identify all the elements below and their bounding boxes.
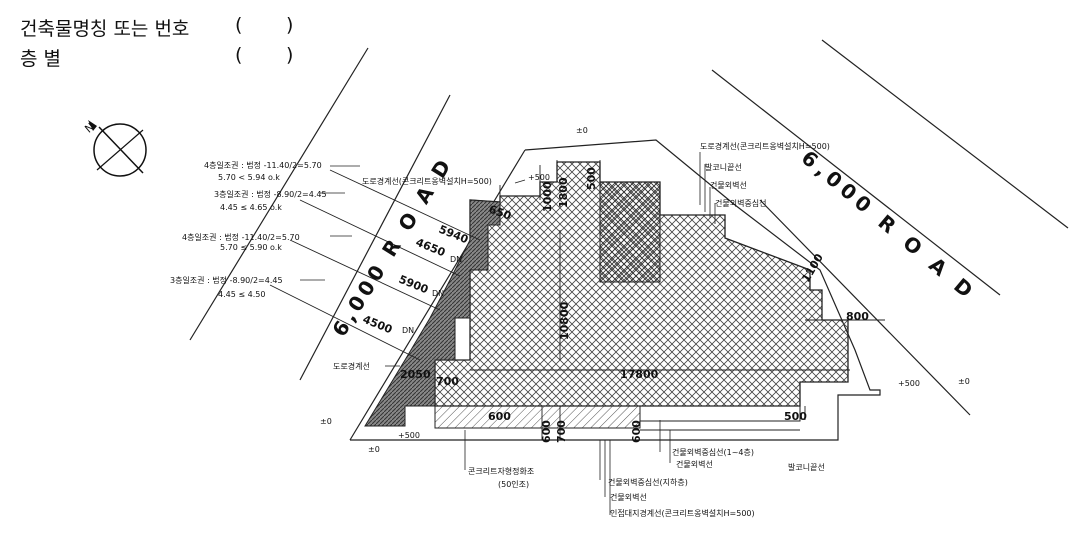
annotation-texts: 4층일조권 : 법정 -11.40/2=5.70 5.70 < 5.94 o.k…	[170, 141, 830, 518]
level-left: ±0	[320, 417, 332, 426]
cond4-top-a: 4층일조권 : 법정 -11.40/2=5.70	[204, 160, 322, 170]
dim-17800: 17800	[620, 368, 659, 381]
road-lines	[189, 39, 1069, 441]
dim-10800: 10800	[558, 301, 571, 340]
building-name-label: 건축물명칭 또는 번호	[20, 18, 190, 40]
boundary-top-label: 도로경계선(콘크리트옹벽설치H=500)	[362, 176, 492, 186]
building-wall2-label: 건물외벽선	[610, 492, 647, 502]
cond4-top-b: 5.70 < 5.94 o.k	[218, 173, 280, 182]
dim-4650: 4650	[414, 236, 448, 260]
dim-1800: 1800	[557, 177, 570, 208]
dim-800: 800	[846, 310, 869, 323]
north-label: N	[82, 120, 97, 135]
wall-center-basement-label: 건물외벽중심선(지하층)	[608, 477, 688, 487]
building-wall3-label: 건물외벽선	[676, 459, 713, 469]
cond3-top-a: 3층일조권 : 법정 -8.90/2=4.45	[214, 189, 327, 199]
setback-stairs	[364, 199, 501, 427]
dim-500a: 500	[585, 167, 598, 190]
balcony2-label: 발코니끝선	[788, 462, 825, 472]
level-top2: +500	[528, 173, 550, 182]
building-inner-outline	[639, 405, 801, 422]
wall-center-1-4-label: 건물외벽중심선(1~4층)	[672, 447, 754, 457]
boundary-left-label: 도로경계선	[333, 361, 370, 371]
cond3-top-b: 4.45 ≤ 4.65 o.k	[220, 203, 282, 212]
adjacent-boundary-label: 인접대지경계선(콘크리트옹벽설치H=500)	[610, 508, 755, 518]
dim-5900: 5900	[397, 273, 431, 297]
dim-500b: 500	[784, 410, 807, 423]
dim-700a: 700	[436, 375, 459, 388]
floor-paren-open: (	[235, 44, 243, 66]
dim-700b: 700	[555, 420, 568, 443]
septic-tank-area	[434, 405, 641, 429]
building-wall1-label: 건물외벽선	[710, 180, 747, 190]
dim-600a: 600	[540, 420, 553, 443]
dim-600c: 600	[488, 410, 511, 423]
site-boundary	[350, 139, 881, 441]
dim-600b: 600	[630, 420, 643, 443]
concrete-ramp-label: 콘크리트자형정화조	[468, 466, 534, 476]
dim-5940: 5940	[437, 223, 471, 247]
floor-label: 층 별	[20, 48, 61, 70]
dn-mark-3: DN	[402, 326, 414, 335]
level-bottom2: ±0	[368, 445, 380, 454]
level-top: ±0	[576, 126, 588, 135]
concrete-ramp-sub-label: (50인조)	[498, 479, 529, 489]
balcony1-label: 발코니끝선	[705, 162, 742, 172]
cond4-bot-a: 4층일조권 : 법정 -11.40/2=5.70	[182, 232, 300, 242]
building-name-paren-close: )	[286, 14, 294, 36]
leader-lines	[300, 152, 716, 515]
dim-2050: 2050	[400, 368, 431, 381]
dim-1000: 1000	[541, 181, 554, 212]
cond3-bot-b: 4.45 ≤ 4.50	[218, 290, 265, 299]
building-core	[599, 181, 661, 283]
floor-paren-close: )	[286, 44, 294, 66]
level-right: +500	[898, 379, 920, 388]
cond3-bot-a: 3층일조권 : 법정 -8.90/2=4.45	[170, 275, 283, 285]
building-name-paren-open: (	[235, 14, 243, 36]
level-right2: ±0	[958, 377, 970, 386]
dimension-lines	[269, 160, 885, 440]
north-arrow-icon: N	[82, 120, 147, 177]
level-marks: ±0 +500 +500 ±0 ±0 +500 ±0 DN DN DN	[320, 126, 970, 454]
level-bottom: +500	[398, 431, 420, 440]
building-wall-center-label: 건물외벽중심선	[715, 198, 767, 208]
right-boundary-label: 도로경계선(콘크리트옹벽설치H=500)	[700, 141, 830, 151]
dn-mark-1: DN	[450, 255, 462, 264]
cond4-bot-b: 5.70 ≤ 5.90 o.k	[220, 243, 282, 252]
dn-mark-2: DN	[432, 289, 444, 298]
